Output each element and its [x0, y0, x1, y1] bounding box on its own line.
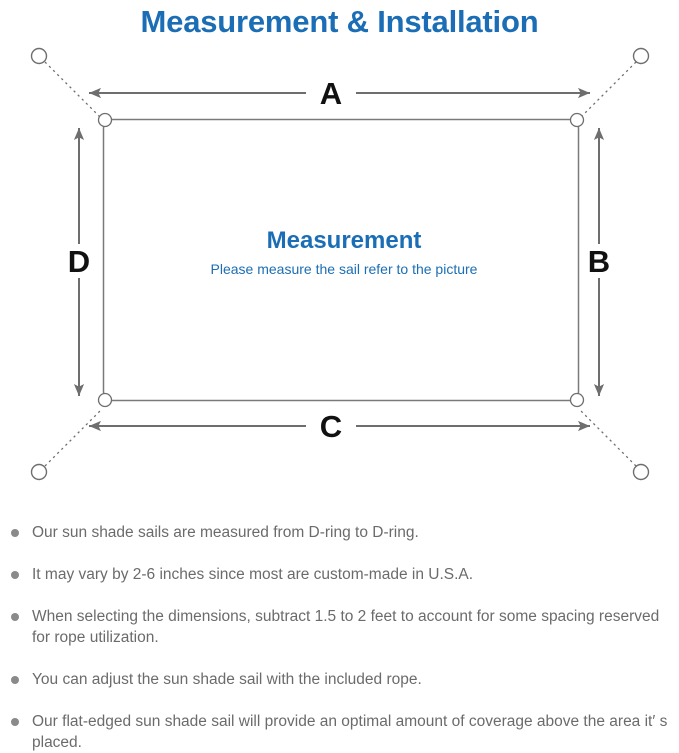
- notes-list: Our sun shade sails are measured from D-…: [0, 522, 679, 753]
- note-text: It may vary by 2-6 inches since most are…: [32, 566, 474, 583]
- rope-line-top-left: [44, 61, 102, 119]
- dimension-b-group: B: [588, 128, 610, 396]
- bullet-icon: [11, 718, 19, 726]
- shade-sail-diagram: A C D B Measurement Please measure the s…: [0, 40, 679, 510]
- dimension-a-group: A: [89, 76, 590, 111]
- d-ring-bottom-right-icon: [569, 392, 585, 408]
- bullet-icon: [11, 613, 19, 621]
- bullet-icon: [11, 676, 19, 684]
- note-text: Our flat-edged sun shade sail will provi…: [32, 713, 668, 751]
- diagram-center-subtitle: Please measure the sail refer to the pic…: [211, 261, 478, 277]
- bullet-icon: [11, 571, 19, 579]
- rope-lines-group: [44, 61, 637, 467]
- list-item: When selecting the dimensions, subtract …: [0, 606, 679, 648]
- diagram-center-title: Measurement: [267, 227, 422, 254]
- dimension-label-d: D: [68, 244, 90, 279]
- page-title: Measurement & Installation: [140, 4, 539, 39]
- list-item: Our sun shade sails are measured from D-…: [0, 522, 679, 543]
- rope-line-top-right: [579, 61, 637, 119]
- anchor-point-top-right-icon: [632, 47, 650, 65]
- anchor-points-group: [30, 47, 650, 481]
- dimension-label-b: B: [588, 244, 610, 279]
- note-text: When selecting the dimensions, subtract …: [32, 608, 660, 646]
- dimension-label-c: C: [320, 409, 342, 444]
- d-ring-top-left-icon: [97, 112, 113, 128]
- note-text: You can adjust the sun shade sail with t…: [32, 671, 422, 688]
- dimension-d-group: D: [68, 128, 90, 396]
- anchor-point-bottom-right-icon: [632, 463, 650, 481]
- dimension-c-group: C: [89, 409, 590, 444]
- rope-line-bottom-right: [579, 409, 637, 467]
- anchor-point-bottom-left-icon: [30, 463, 48, 481]
- note-text: Our sun shade sails are measured from D-…: [32, 524, 419, 541]
- d-ring-top-right-icon: [569, 112, 585, 128]
- dimension-label-a: A: [320, 76, 342, 111]
- list-item: It may vary by 2-6 inches since most are…: [0, 564, 679, 585]
- anchor-point-top-left-icon: [30, 47, 48, 65]
- list-item: Our flat-edged sun shade sail will provi…: [0, 711, 679, 753]
- bullet-icon: [11, 529, 19, 537]
- rope-line-bottom-left: [44, 409, 102, 467]
- diagram-canvas: A C D B Measurement Please measure the s…: [30, 47, 650, 481]
- sail-shape: [102, 118, 580, 402]
- d-rings-group: [97, 112, 585, 408]
- list-item: You can adjust the sun shade sail with t…: [0, 669, 679, 690]
- d-ring-bottom-left-icon: [97, 392, 113, 408]
